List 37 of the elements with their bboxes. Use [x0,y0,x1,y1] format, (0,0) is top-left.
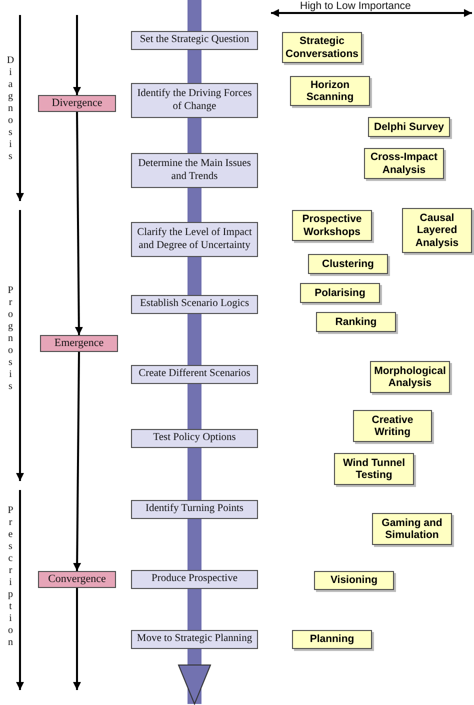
arrow [73,588,81,690]
arrow [73,15,81,95]
step-box: Produce Prospective [131,570,258,589]
technique-box: Gaming and Simulation [372,513,452,545]
step-box: Determine the Main Issues and Trends [131,153,258,188]
technique-box: Wind Tunnel Testing [334,453,414,485]
phase-label: Prognosis [5,285,16,393]
phase-label: Diagnosis [5,55,16,163]
step-box: Identify Turning Points [131,500,258,519]
arrow [74,112,83,335]
technique-box: Delphi Survey [368,117,450,137]
phase-label: Prescription [5,505,16,649]
technique-box: Clustering [308,254,388,274]
technique-box: Cross-Impact Analysis [364,148,444,179]
step-box: Establish Scenario Logics [131,295,258,314]
step-box: Identify the Driving Forces of Change [131,83,258,118]
technique-box: Creative Writing [353,410,432,442]
technique-box: Prospective Workshops [292,210,372,241]
axis-label: High to Low Importance [300,0,411,12]
technique-box: Morphological Analysis [370,361,450,393]
technique-box: Strategic Conversations [282,32,362,63]
step-box: Move to Strategic Planning [131,630,258,649]
technique-box: Visioning [314,571,394,590]
technique-box: Horizon Scanning [290,76,370,106]
technique-box: Causal Layered Analysis [402,208,472,253]
phase-box: Emergence [40,335,118,352]
step-box: Set the Strategic Question [131,31,258,50]
arrow-shaft [178,649,211,704]
technique-box: Planning [292,630,372,649]
step-box: Test Policy Options [131,429,258,448]
technique-box: Ranking [316,312,396,332]
step-box: Create Different Scenarios [131,365,258,384]
step-box: Clarify the Level of Impact and Degree of Uncertainty [131,222,258,257]
phase-box: Convergence [38,571,116,588]
technique-box: Polarising [300,283,380,303]
phase-box: Divergence [38,95,116,112]
arrow [73,352,82,571]
